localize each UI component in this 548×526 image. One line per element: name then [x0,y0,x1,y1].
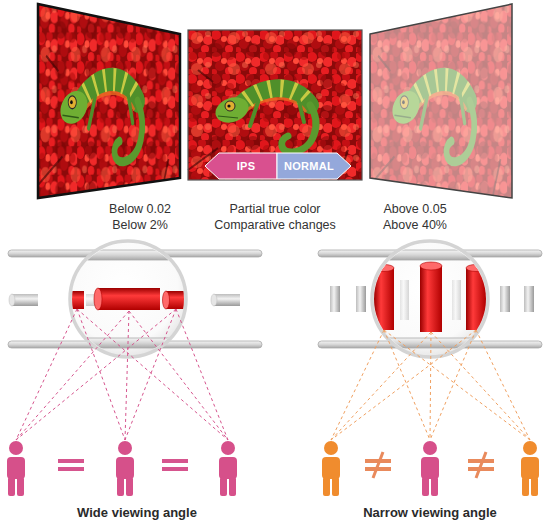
sight-lines [16,309,228,440]
crystal [98,288,160,310]
arrow-outline [277,153,351,179]
crystal [524,286,534,312]
crystal [452,280,461,320]
glass-plate [60,338,200,348]
glass-plate [60,250,200,260]
crystal [70,291,84,309]
screen-frame [370,4,512,198]
crystal [356,286,366,312]
normal-cell [318,241,542,496]
not-equal-sign [468,452,494,478]
screen-image [370,4,512,198]
crystal [400,280,409,320]
viewer [421,441,439,496]
screen-frame [188,30,362,180]
right-screen [370,4,512,198]
left-screen [38,4,180,198]
crystal [466,268,486,330]
crystal [86,294,95,306]
panel-caption: Narrow viewing angle [363,505,497,520]
crystal-cap [94,288,102,310]
equals-sign [58,459,84,471]
crystal-cap [211,294,217,306]
ips-cell [7,241,262,496]
normal-arrow: NORMAL [277,153,351,179]
crystal [420,266,442,332]
screen-image [38,4,180,198]
sight-lines [331,330,530,440]
panel-caption: Wide viewing angle [77,505,197,520]
crystal [214,294,240,306]
not-equal-sign [365,452,391,478]
crystal-cap [420,262,442,270]
crystal [374,268,394,330]
viewer [322,441,340,496]
viewer [116,441,134,496]
viewer [521,441,539,496]
center-screen [188,30,362,180]
crystal-cap [163,291,170,309]
arrow-outline [205,153,277,179]
crystal-cap [374,265,394,272]
fade-overlay [370,4,512,198]
equals-sign [162,459,188,471]
glass-plate [362,338,502,348]
metric-value: Below 2% [112,218,168,233]
glass-plate [362,250,502,260]
ips-arrow: IPS [205,153,277,179]
screen-frame [38,4,180,198]
arrow-label: NORMAL [284,160,334,172]
viewer [7,441,25,496]
crystal-cap [9,294,15,306]
metric-value: Partial true color [229,202,320,217]
crystal [500,286,510,312]
metric-value: Below 0.02 [109,202,171,217]
metric-value: Comparative changes [214,218,336,233]
arrow-label: IPS [237,160,256,172]
metric-value: Above 0.05 [383,202,446,217]
crystal [12,294,38,306]
crystal [330,286,340,312]
metric-value: Above 40% [383,218,447,233]
magnified-view [60,250,200,348]
viewer [219,441,237,496]
crystal-cap [466,265,486,272]
